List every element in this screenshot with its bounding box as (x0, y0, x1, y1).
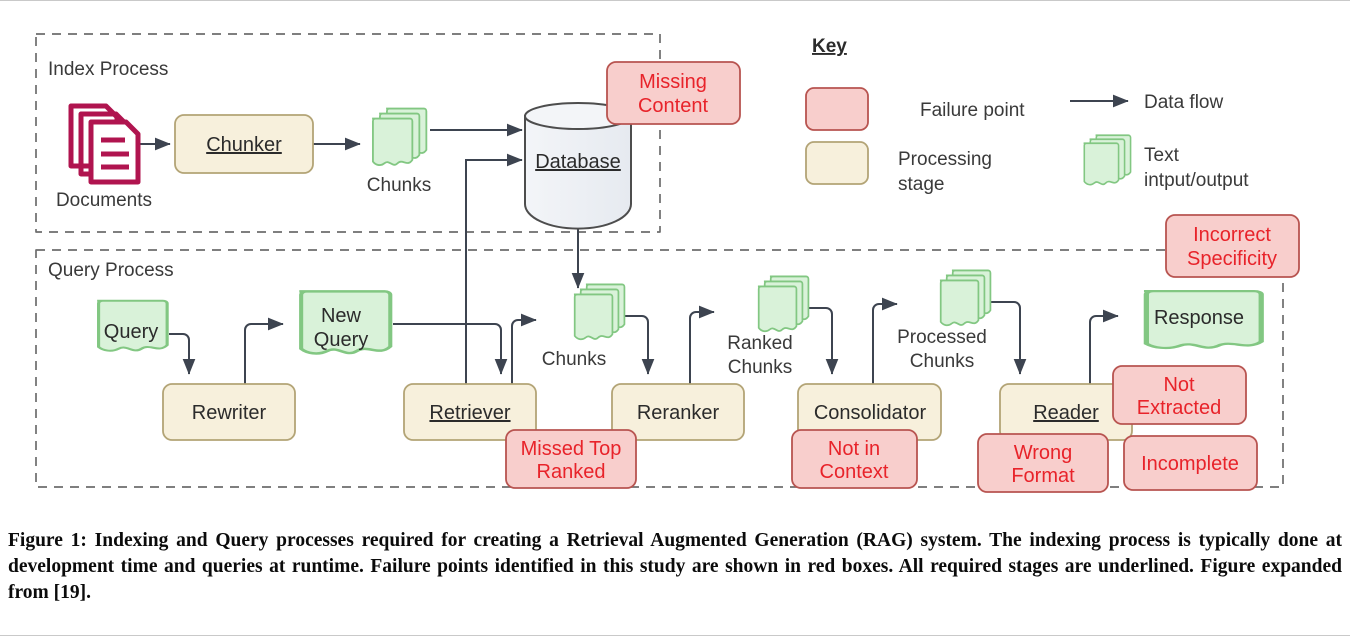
index-chunks-icon (371, 107, 428, 167)
retriever-label: Retriever (429, 402, 510, 424)
failure-missed-top-ranked-line1: Missed Top (521, 438, 622, 460)
figure-top-rule (0, 0, 1350, 1)
failure-not-extracted[interactable]: Not Extracted (1112, 365, 1247, 425)
documents-label: Documents (56, 190, 152, 211)
ranked-chunks-label-line2: Chunks (728, 357, 792, 378)
key-swatch-failure (805, 87, 869, 131)
new-query-label-line2: Query (314, 329, 368, 351)
key-label-data-flow: Data flow (1144, 92, 1223, 113)
query-label: Query (104, 321, 158, 343)
key-title: Key (812, 36, 847, 57)
flow-rewriter-to-newquery (244, 317, 284, 388)
flow-consolidator-to-processedchunks (872, 297, 898, 388)
flow-chunks-to-reranker (606, 315, 655, 375)
index-process-group: Index Process (35, 33, 661, 233)
query-node: Query (95, 299, 169, 353)
failure-incorrect-specificity-line2: Specificity (1187, 248, 1277, 270)
flow-retriever-to-database (465, 153, 523, 410)
reranker-label: Reranker (637, 402, 720, 424)
failure-missed-top-ranked[interactable]: Missed Top Ranked (505, 429, 637, 489)
index-process-label: Index Process (48, 59, 168, 80)
new-query-node: New Query (299, 291, 390, 353)
ranked-chunks-icon (757, 275, 810, 333)
documents-icon (68, 103, 141, 185)
processed-chunks-label-line1: Processed (897, 327, 987, 348)
key-label-failure-point: Failure point (920, 100, 1025, 121)
key-swatch-chunks (1082, 134, 1132, 186)
flow-processedchunks-to-reader (972, 301, 1027, 375)
key-label-processing-stage-line2: stage (898, 174, 944, 195)
flow-newquery-to-retriever (393, 323, 508, 375)
failure-incomplete-label: Incomplete (1141, 453, 1239, 475)
flow-rankedchunks-to-consolidator (790, 307, 839, 375)
failure-not-extracted-line1: Not (1163, 374, 1195, 396)
failure-missed-top-ranked-line2: Ranked (537, 461, 606, 483)
key-swatch-stage (805, 141, 869, 185)
flow-reader-to-response (1089, 309, 1119, 388)
reranker-node[interactable]: Reranker (611, 383, 745, 441)
failure-wrong-format-line2: Format (1011, 465, 1075, 487)
key-label-text-io-line1: Text (1144, 145, 1180, 166)
processed-chunks-label-line2: Chunks (910, 351, 974, 372)
flow-retriever-to-chunks (511, 313, 537, 388)
reader-label: Reader (1033, 402, 1099, 424)
query-process-group: Query Process (35, 249, 1284, 488)
failure-incorrect-specificity[interactable]: Incorrect Specificity (1165, 214, 1300, 278)
figure-caption: Figure 1: Indexing and Query processes r… (8, 530, 1342, 603)
database-label: Database (535, 151, 621, 173)
consolidator-label: Consolidator (814, 402, 927, 424)
key-legend: Key Failure point Processing stage Data … (805, 36, 1249, 195)
failure-missing-content[interactable]: Missing Content (606, 61, 741, 125)
ranked-chunks-label-line1: Ranked (727, 333, 793, 354)
failure-not-in-context[interactable]: Not in Context (791, 429, 918, 489)
response-label: Response (1154, 307, 1244, 329)
query-process-label: Query Process (48, 260, 174, 281)
consolidator-node[interactable]: Consolidator (797, 383, 942, 441)
failure-missing-content-line1: Missing (639, 71, 707, 93)
retriever-node[interactable]: Retriever (403, 383, 537, 441)
query-flow-lines (169, 297, 1119, 388)
failure-wrong-format[interactable]: Wrong Format (977, 433, 1109, 493)
new-query-label-line1: New (321, 305, 362, 327)
failure-not-in-context-line1: Not in (828, 438, 880, 460)
key-label-processing-stage-line1: Processing (898, 149, 992, 170)
failure-not-extracted-line2: Extracted (1137, 397, 1221, 419)
response-node: Response (1144, 291, 1261, 348)
key-label-text-io-line2: intput/output (1144, 170, 1249, 191)
chunker-label: Chunker (206, 134, 282, 156)
rewriter-node[interactable]: Rewriter (162, 383, 296, 441)
flow-query-to-rewriter (169, 333, 196, 375)
query-chunks-label: Chunks (542, 349, 606, 370)
index-chunks-label: Chunks (367, 175, 431, 196)
flow-reranker-to-rankedchunks (689, 305, 715, 388)
rewriter-label: Rewriter (192, 402, 267, 424)
failure-not-in-context-line2: Context (820, 461, 889, 483)
index-process-border (35, 33, 661, 233)
chunker-node[interactable]: Chunker (174, 114, 314, 174)
rag-pipeline-diagram: Index Process Query Process (35, 33, 1300, 493)
failure-wrong-format-line1: Wrong (1014, 442, 1073, 464)
failure-incomplete[interactable]: Incomplete (1123, 435, 1258, 491)
processed-chunks-icon (939, 269, 992, 327)
failure-missing-content-line2: Content (638, 95, 708, 117)
query-chunks-icon (573, 283, 626, 341)
failure-incorrect-specificity-line1: Incorrect (1193, 224, 1271, 246)
